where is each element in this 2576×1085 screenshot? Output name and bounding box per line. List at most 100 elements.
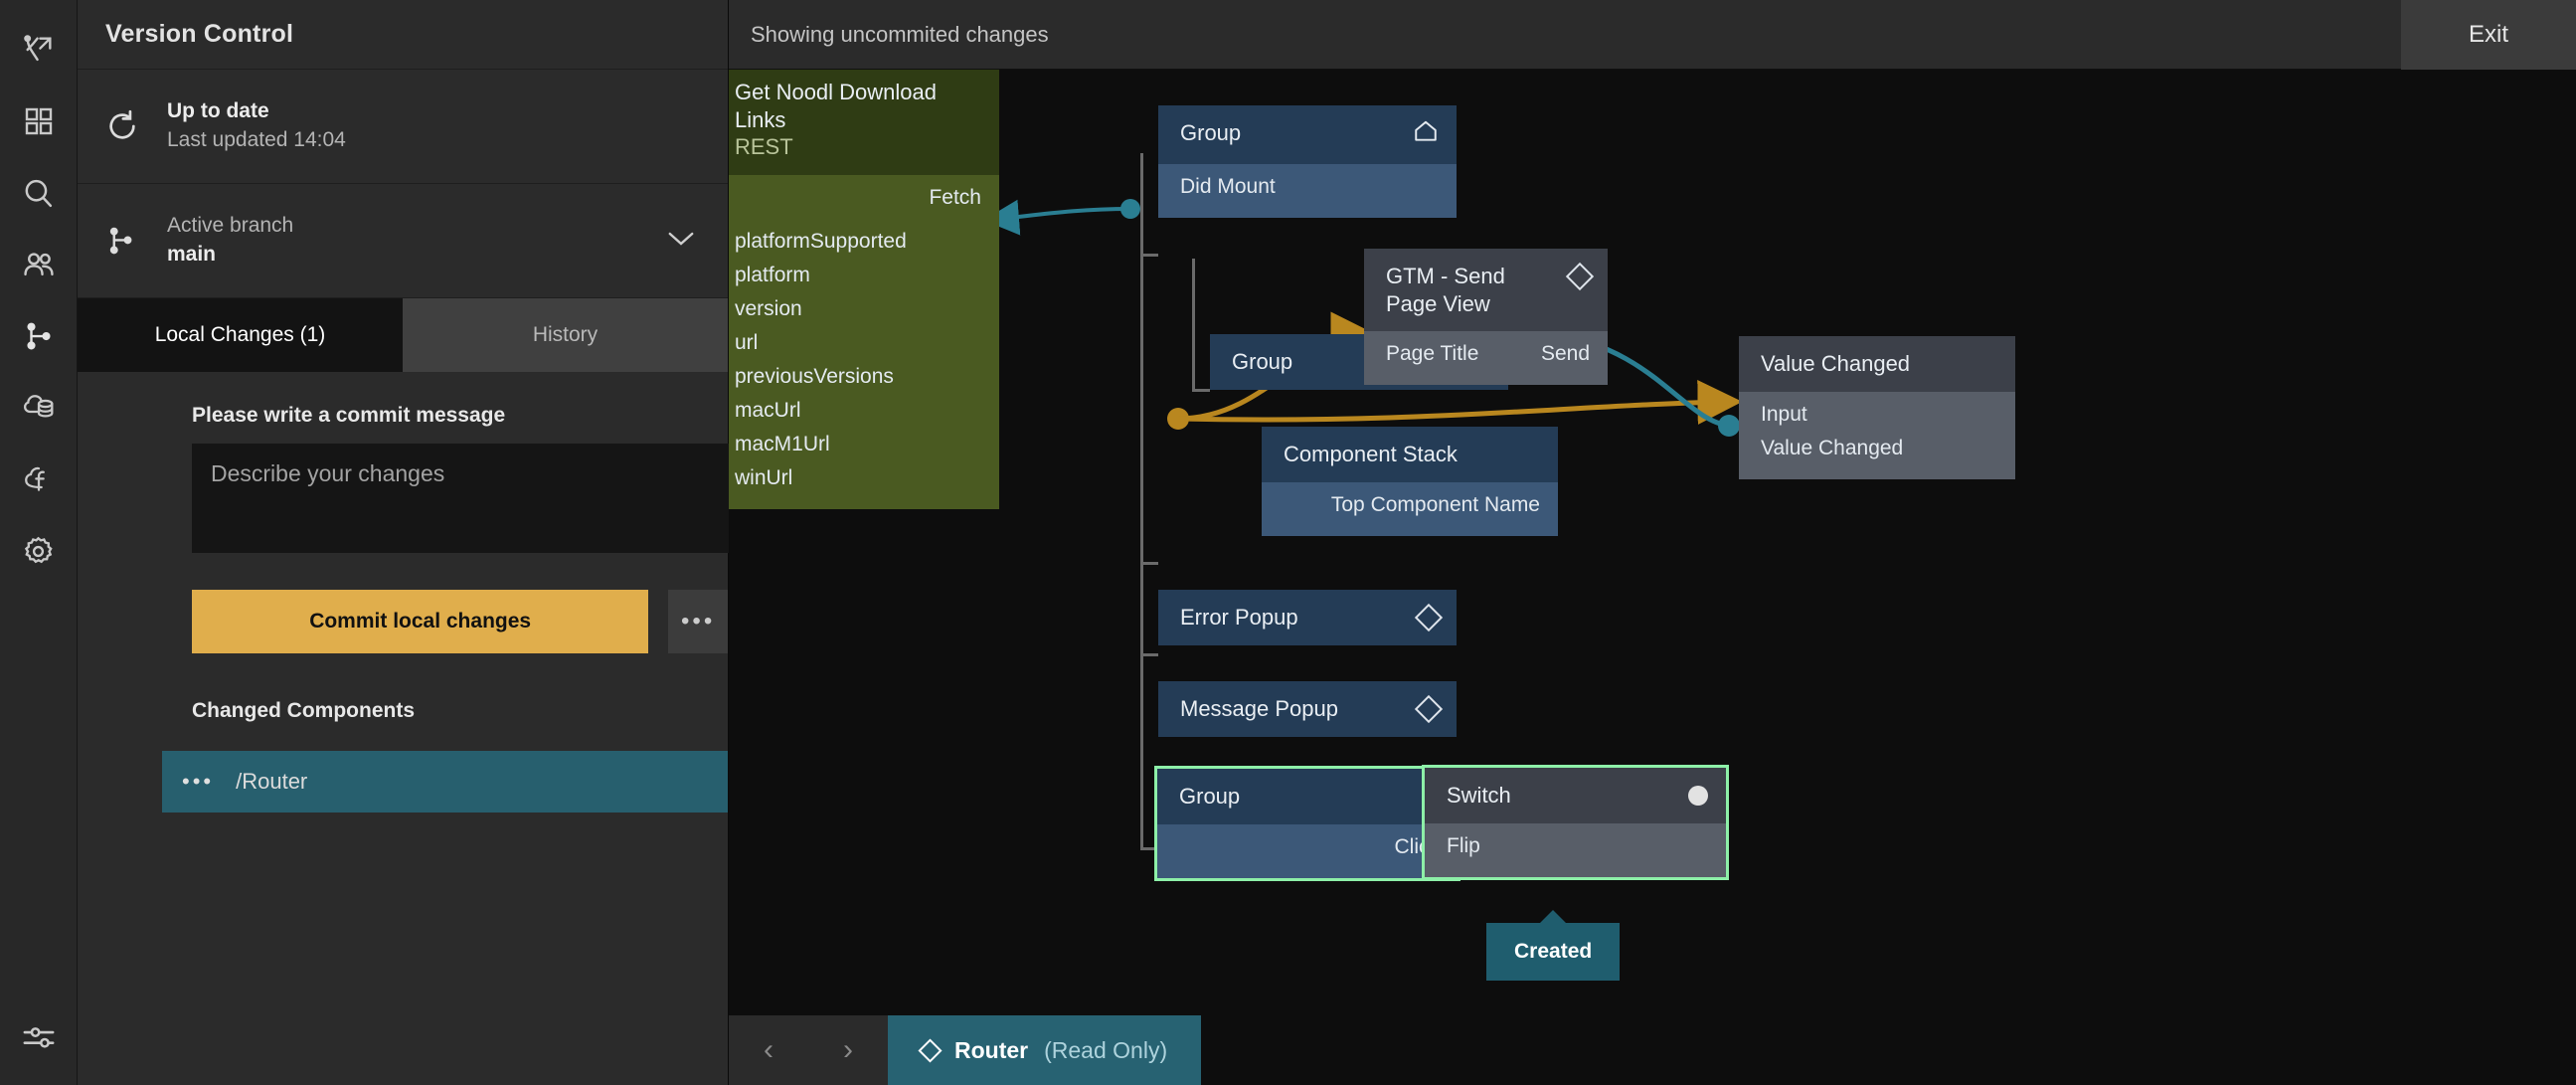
port-top-component-name[interactable]: Top Component Name	[1330, 492, 1540, 516]
sidebar-item-noodl-logo[interactable]	[0, 14, 78, 86]
node-gtm-send-page-view[interactable]: GTM - Send Page View Page Title Send	[1364, 249, 1608, 385]
sidebar-item-components[interactable]	[0, 86, 78, 157]
node-message-popup[interactable]: Message Popup	[1158, 681, 1457, 737]
sliders-icon	[22, 1022, 56, 1052]
sidebar-item-editor-settings[interactable]	[0, 1001, 78, 1073]
uncommitted-changes-label: Showing uncommited changes	[751, 21, 1049, 47]
node-body: Click	[1157, 823, 1458, 878]
sync-status-secondary: Last updated 14:04	[167, 128, 346, 151]
wire-dot-top-component-name	[1167, 408, 1189, 430]
node-body: Top Component Name	[1262, 481, 1558, 536]
nav-prev-button[interactable]: ‹	[764, 1033, 773, 1066]
port-macurl[interactable]: macUrl	[735, 398, 801, 422]
settings-gear-icon	[22, 535, 55, 568]
panel-tabs: Local Changes (1) History	[78, 298, 728, 372]
node-error-popup[interactable]: Error Popup	[1158, 590, 1457, 645]
node-title: Component Stack	[1284, 442, 1458, 466]
tree-line-branch-group	[1140, 254, 1158, 257]
node-header: GTM - Send Page View	[1364, 249, 1608, 331]
node-title: Group	[1232, 349, 1293, 374]
search-icon	[22, 177, 55, 210]
panel-body: Please write a commit message Commit loc…	[78, 372, 2460, 1085]
nav-buttons: ‹ ›	[729, 1015, 888, 1085]
port-did-mount[interactable]: Did Mount	[1180, 174, 1276, 198]
exit-button[interactable]: Exit	[2401, 0, 2576, 70]
node-subtitle: REST	[735, 134, 793, 159]
commit-message-input[interactable]	[192, 444, 729, 553]
port-platform[interactable]: platform	[735, 263, 810, 286]
node-title: Get Noodl Download Links	[735, 80, 938, 132]
component-path-label: /Router	[236, 769, 308, 794]
list-item[interactable]: ••• /Router	[162, 751, 728, 813]
node-header: Switch	[1425, 768, 1726, 823]
cloud-data-icon	[22, 392, 56, 424]
tree-line-vertical-main	[1140, 153, 1143, 849]
sync-status-row[interactable]: Up to date Last updated 14:04	[78, 70, 728, 184]
port-fetch[interactable]: Fetch	[929, 185, 981, 209]
row-more-icon[interactable]: •••	[182, 769, 215, 794]
circle-icon	[1688, 786, 1708, 806]
node-switch[interactable]: Switch Flip	[1422, 765, 1729, 880]
node-graph[interactable]: Get Noodl Download Links REST Fetch plat…	[729, 70, 2576, 1085]
port-macm1url[interactable]: macM1Url	[735, 432, 830, 455]
changed-components-heading: Changed Components	[192, 699, 415, 722]
node-body: Did Mount	[1158, 163, 1457, 218]
port-version[interactable]: version	[735, 296, 802, 320]
sync-status-primary: Up to date	[167, 99, 269, 123]
sidebar-item-team[interactable]	[0, 229, 78, 300]
panel-title-bar: Version Control	[78, 0, 728, 70]
node-group-root[interactable]: Group Did Mount	[1158, 105, 1457, 218]
chevron-down-icon[interactable]	[666, 230, 700, 253]
team-users-icon	[22, 248, 56, 281]
node-group-click[interactable]: Group Click	[1154, 766, 1460, 881]
port-previousversions[interactable]: previousVersions	[735, 364, 894, 388]
node-header: Component Stack	[1262, 427, 1558, 482]
port-flip[interactable]: Flip	[1447, 833, 1480, 857]
breadcrumb[interactable]: Router (Read Only)	[888, 1015, 1202, 1085]
refresh-icon[interactable]	[105, 109, 167, 143]
port-input[interactable]: Input	[1761, 402, 1807, 426]
port-url[interactable]: url	[735, 330, 759, 354]
port-platformsupported[interactable]: platformSupported	[735, 229, 907, 253]
wire-didmount-to-fetch	[983, 199, 1131, 236]
node-title: Value Changed	[1761, 351, 1911, 376]
port-value-changed[interactable]: Value Changed	[1761, 436, 1904, 459]
sidebar-item-cloud-functions[interactable]	[0, 444, 78, 515]
sidebar-item-version-control[interactable]	[0, 300, 78, 372]
node-header: Group	[1210, 334, 1508, 390]
node-header: Message Popup	[1158, 681, 1457, 737]
port-row-page-title[interactable]: Page Title Send	[1364, 337, 1608, 371]
sidebar-item-cloud-data[interactable]	[0, 372, 78, 444]
git-branch-icon	[105, 224, 167, 258]
commit-message-label: Please write a commit message	[192, 404, 506, 427]
port-click[interactable]: Click	[1394, 834, 1441, 858]
active-branch-row[interactable]: Active branch main	[78, 184, 728, 298]
sidebar-item-search[interactable]	[0, 157, 78, 229]
node-value-changed[interactable]: Value Changed Input Value Changed	[1739, 336, 2015, 479]
cloud-functions-icon	[22, 463, 56, 495]
tree-line-branch-message	[1140, 653, 1158, 656]
created-badge-label: Created	[1514, 940, 1593, 963]
tree-line-branch-stack	[1192, 389, 1210, 392]
port-winurl[interactable]: winUrl	[735, 465, 793, 489]
tree-line-vertical-sub	[1192, 259, 1195, 392]
node-component-stack[interactable]: Component Stack Top Component Name	[1262, 427, 1558, 536]
breadcrumb-bar: ‹ › Router (Read Only)	[729, 995, 2576, 1085]
node-title: Error Popup	[1180, 605, 1298, 630]
node-body: Page Title Send	[1364, 331, 1608, 385]
node-rest-get-noodl-download-links[interactable]: Get Noodl Download Links REST Fetch plat…	[729, 70, 999, 509]
commit-local-changes-button[interactable]: Commit local changes	[192, 590, 649, 653]
node-header: Value Changed	[1739, 336, 2015, 392]
graph-top-bar: Showing uncommited changes Exit	[729, 0, 2576, 70]
commit-more-options-button[interactable]: •••	[668, 590, 728, 653]
sidebar-item-settings[interactable]	[0, 515, 78, 587]
tab-local-changes[interactable]: Local Changes (1)	[78, 298, 403, 372]
diamond-icon	[1565, 262, 1595, 291]
node-body: Input Value Changed	[1739, 391, 2015, 479]
nav-next-button[interactable]: ›	[843, 1033, 853, 1066]
tab-history[interactable]: History	[403, 298, 728, 372]
branch-label: Active branch	[167, 214, 294, 238]
diamond-icon	[1414, 603, 1444, 633]
diamond-icon	[1414, 694, 1444, 724]
tree-line-branch-error	[1140, 562, 1158, 565]
